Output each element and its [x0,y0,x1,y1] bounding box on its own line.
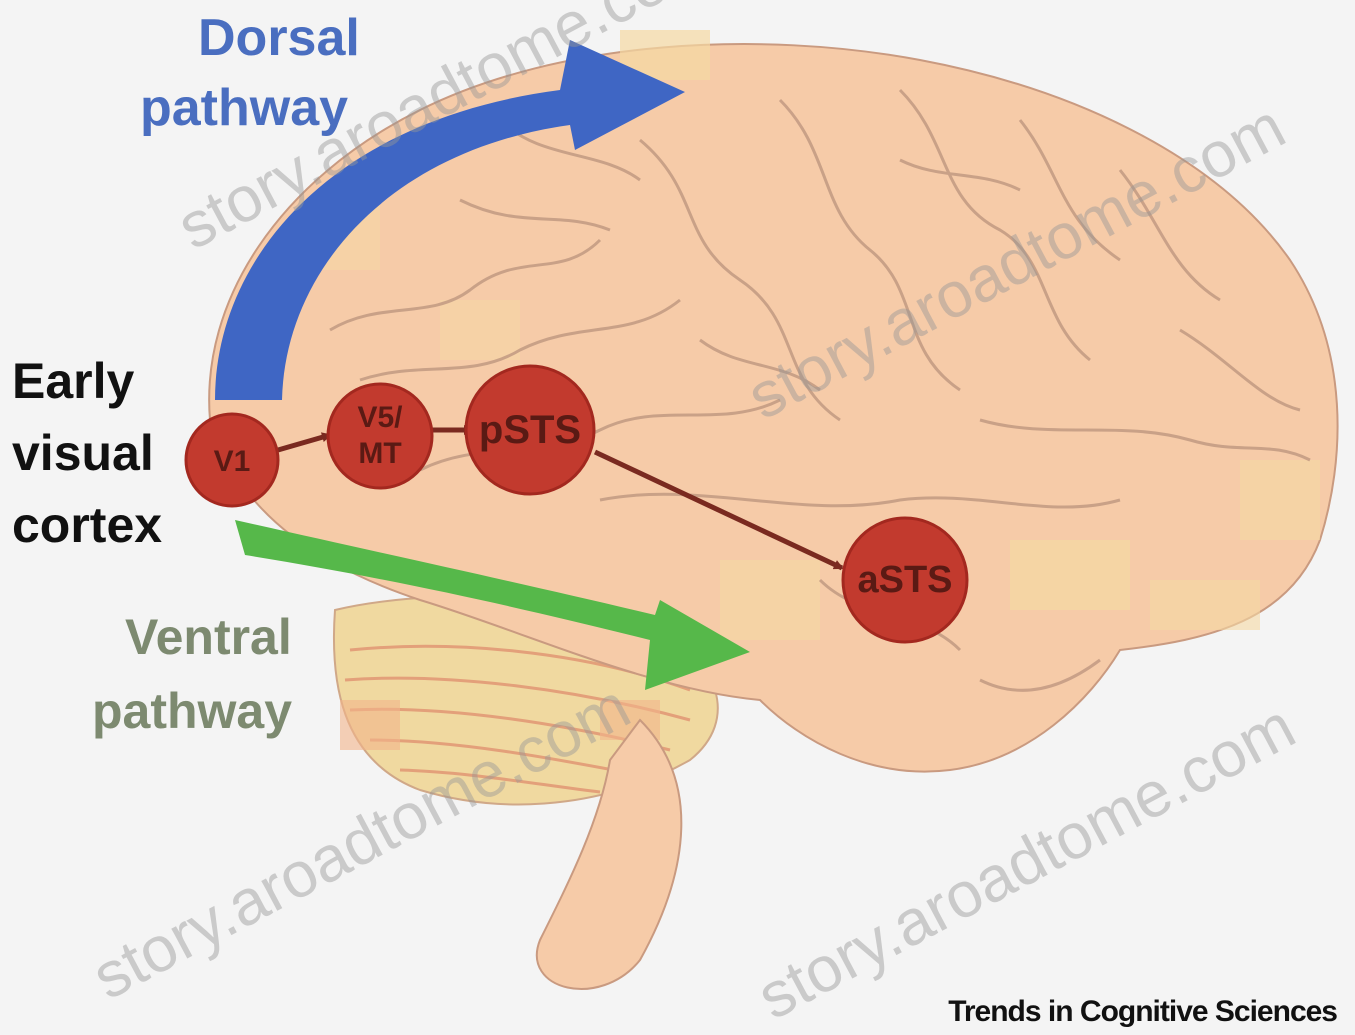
v5-label-line2: MT [357,436,402,472]
early-label-line3: cortex [12,489,162,561]
asts-node-label: aSTS [857,561,952,599]
journal-credit: Trends in Cognitive Sciences [948,995,1337,1029]
early-label-line2: visual [12,417,162,489]
early-visual-cortex-label: Early visual cortex [12,345,162,561]
early-label-line1: Early [12,345,162,417]
dorsal-label-line2: pathway [140,82,348,134]
psts-node-label: pSTS [479,410,581,450]
v5-mt-node-label: V5/ MT [357,400,402,472]
dorsal-pathway-label-line2: pathway [140,82,348,134]
ventral-label-line2: pathway [92,686,292,736]
v1-node-label: V1 [214,447,251,477]
dorsal-pathway-label: Dorsal [198,12,360,64]
ventral-pathway-label: Ventral [125,612,292,662]
v5-label-line1: V5/ [357,400,402,436]
dorsal-label-line1: Dorsal [198,12,360,64]
ventral-label-line1: Ventral [125,612,292,662]
ventral-pathway-label-line2: pathway [92,686,292,736]
